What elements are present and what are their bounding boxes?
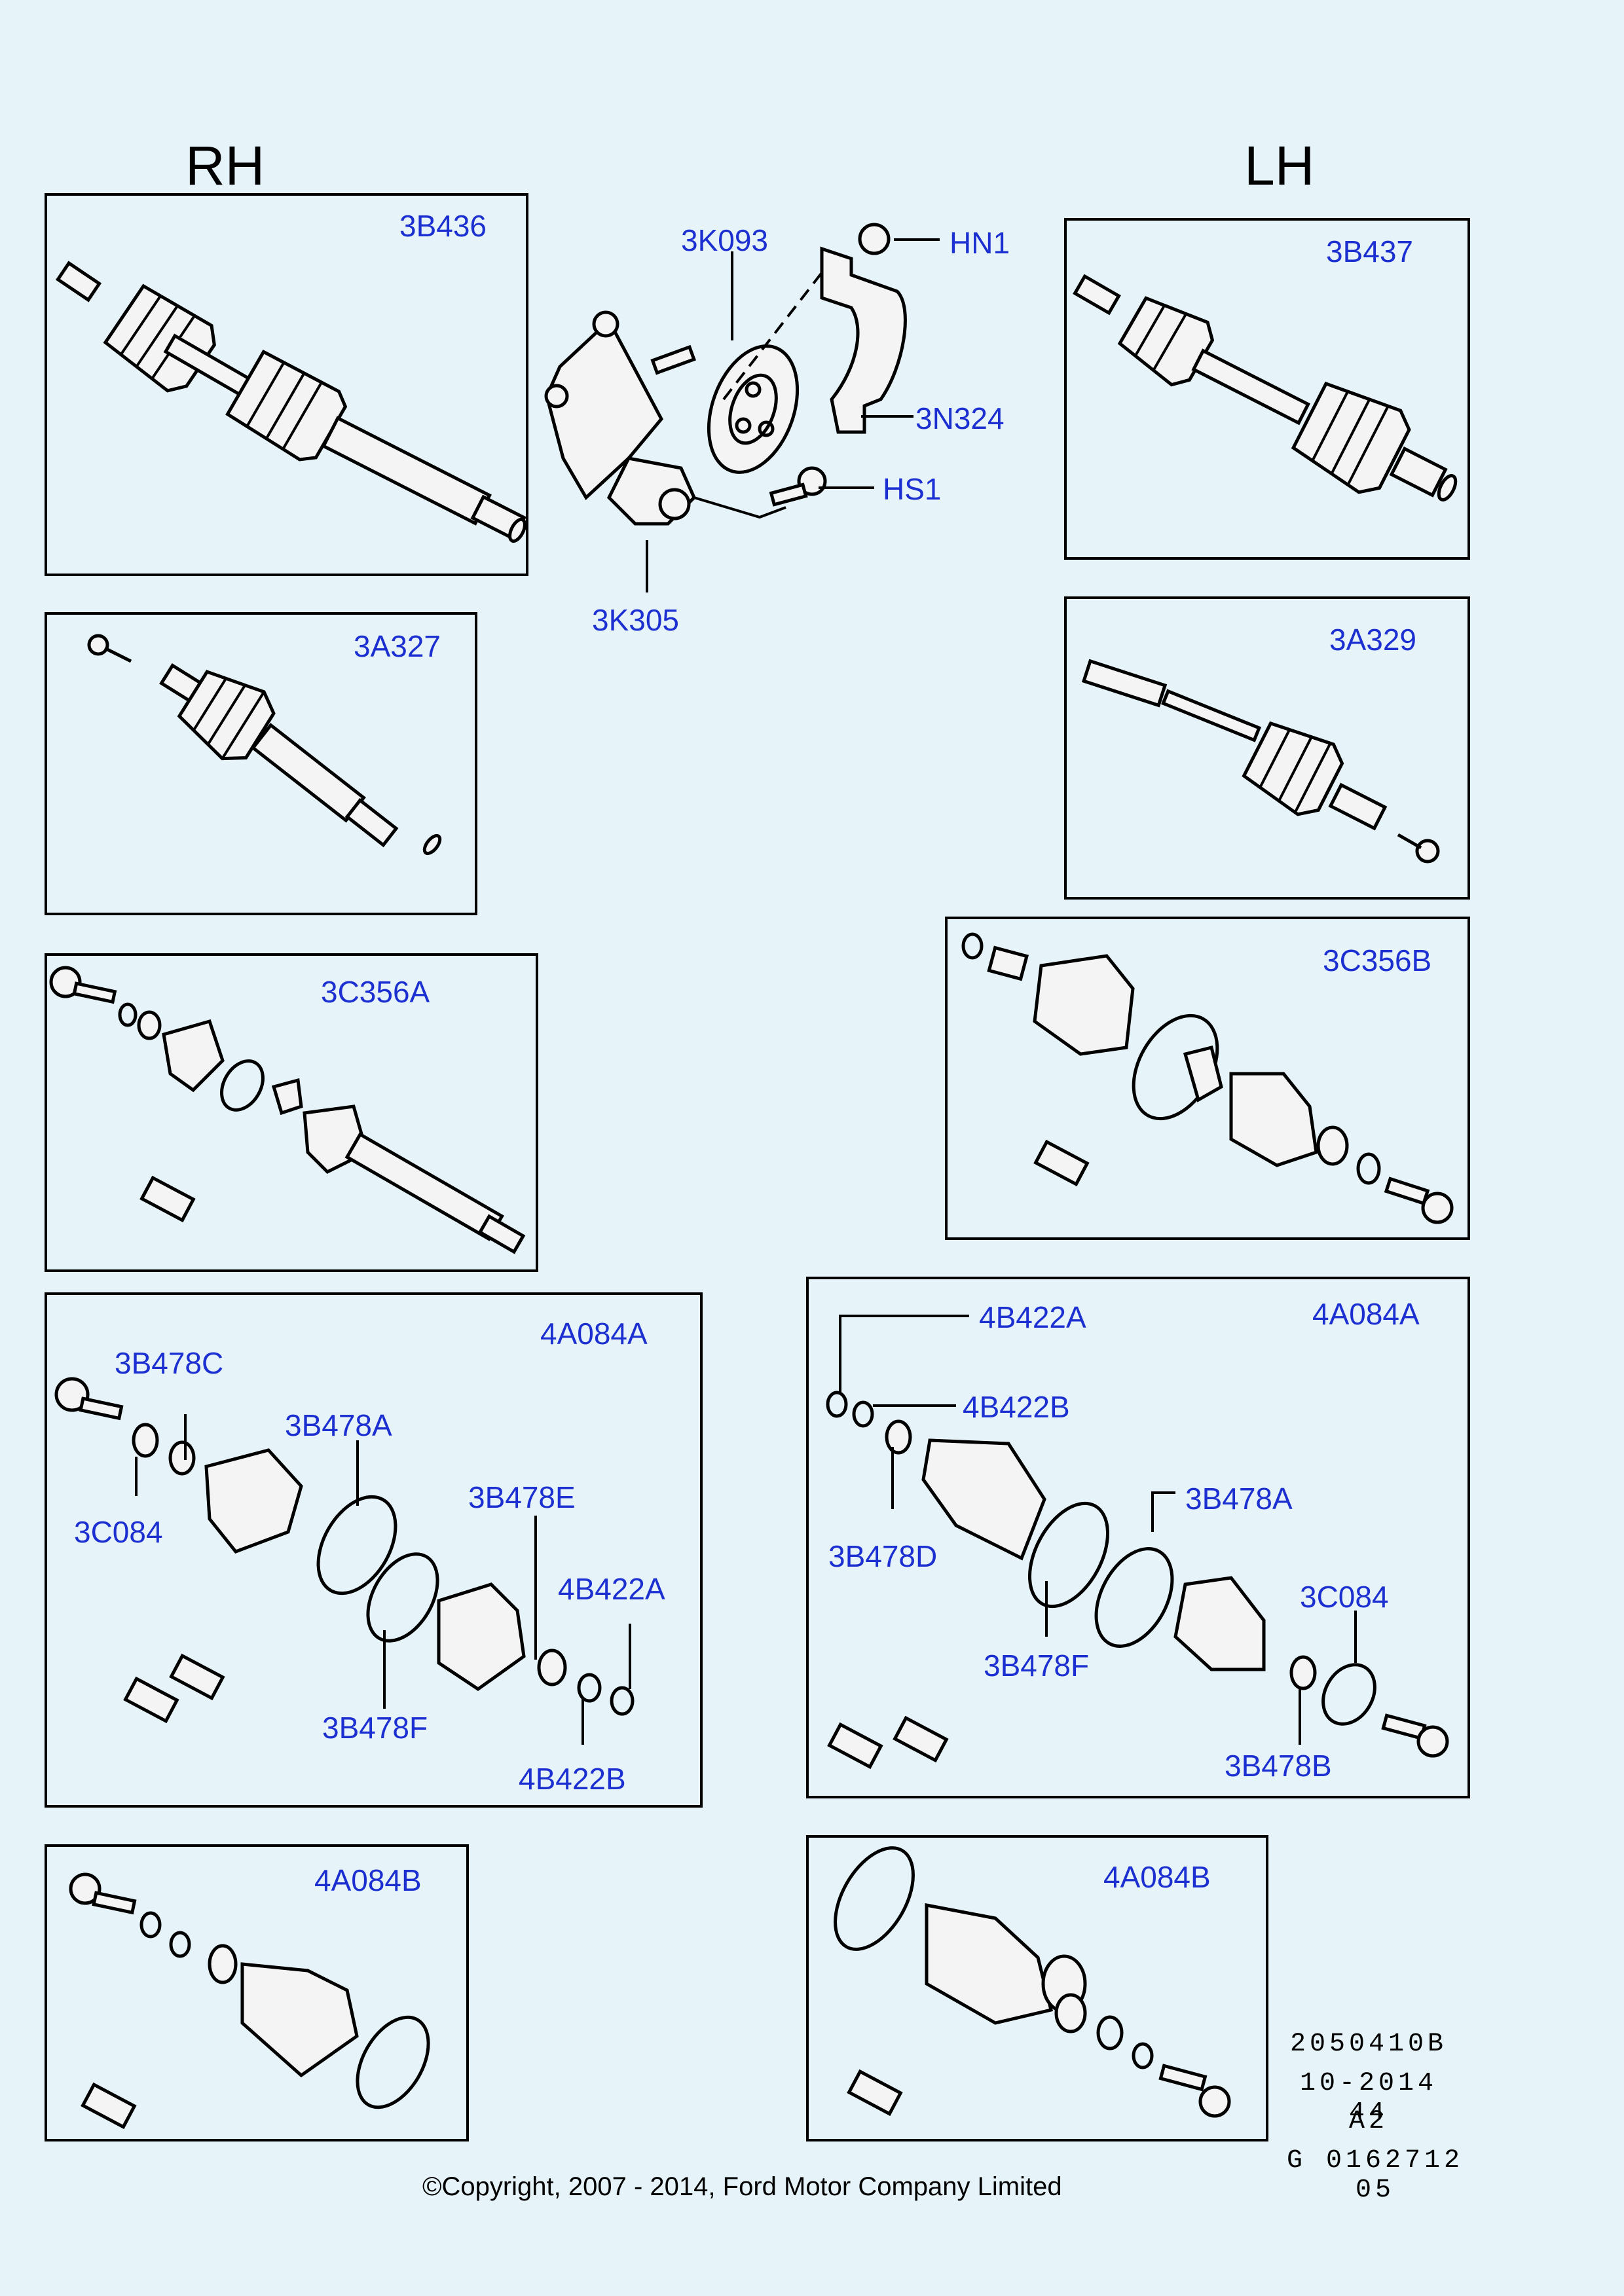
panel-3A327 (45, 612, 477, 915)
label-rh-3B478F: 3B478F (322, 1711, 428, 1745)
panel-lh-4A084B (806, 1835, 1268, 2141)
label-rh-4B422A: 4B422A (558, 1572, 665, 1606)
label-rh-4B422B: 4B422B (519, 1762, 626, 1796)
lh-boot-kit-a-drawing (826, 1391, 1449, 1770)
panel-3A329 (1064, 596, 1470, 900)
label-rh-4A084B: 4A084B (314, 1863, 422, 1897)
label-lh-4B422A: 4B422A (979, 1300, 1086, 1334)
label-lh-3C084: 3C084 (1300, 1580, 1389, 1614)
label-3C356A: 3C356A (321, 975, 430, 1009)
rh-inner-joint-kit-drawing (49, 966, 526, 1254)
label-rh-3B478A: 3B478A (285, 1408, 392, 1442)
rh-header: RH (185, 135, 265, 196)
leader-lines (135, 238, 1357, 1745)
reference-code-1: 2050410B (1289, 2030, 1448, 2059)
reference-code-4: G 0162712 05 (1286, 2146, 1464, 2205)
lh-header: LH (1244, 135, 1315, 196)
lh-inner-joint-kit-drawing (961, 932, 1454, 1224)
panel-3B437 (1064, 218, 1470, 560)
label-HS1: HS1 (883, 472, 942, 506)
label-3C356B: 3C356B (1323, 943, 1432, 977)
label-3B437: 3B437 (1326, 234, 1414, 268)
label-lh-4A084B: 4A084B (1103, 1860, 1211, 1894)
label-lh-3B478B: 3B478B (1225, 1749, 1332, 1783)
label-lh-3B478F: 3B478F (984, 1649, 1090, 1683)
rh-boot-kit-b-drawing (69, 1872, 430, 2130)
reference-code-3: A2 (1348, 2107, 1388, 2136)
lh-driveshaft-drawing (1073, 274, 1458, 501)
label-lh-3B478D: 3B478D (828, 1539, 938, 1573)
label-HN1: HN1 (950, 226, 1010, 260)
label-rh-3B478E: 3B478E (468, 1480, 576, 1514)
label-rh-3C084: 3C084 (74, 1515, 163, 1549)
panel-rh-4A084A (45, 1292, 703, 1808)
label-3K305: 3K305 (592, 603, 680, 637)
label-rh-3B478C: 3B478C (115, 1346, 224, 1380)
reference-code-2: 10-2014 44 (1299, 2069, 1438, 2128)
label-rh-4A084A: 4A084A (540, 1317, 648, 1351)
label-3B436: 3B436 (399, 209, 487, 243)
rh-boot-kit-a-drawing (54, 1377, 635, 1724)
label-lh-3B478A: 3B478A (1185, 1482, 1293, 1516)
panel-3C356A (45, 953, 538, 1272)
label-lh-4A084A: 4A084A (1312, 1297, 1420, 1331)
label-3A327: 3A327 (354, 629, 441, 663)
panel-rh-4A084B (45, 1844, 469, 2141)
lh-boot-kit-b-drawing (834, 1846, 1231, 2118)
rh-outer-shaft-drawing (87, 634, 442, 856)
center-bearing-drawing (544, 223, 907, 526)
copyright-notice: ©Copyright, 2007 - 2014, Ford Motor Comp… (422, 2172, 1062, 2201)
panel-3C356B (945, 917, 1470, 1240)
label-3K093: 3K093 (681, 223, 769, 257)
label-lh-4B422B: 4B422B (963, 1390, 1070, 1424)
panel-3B436 (45, 193, 528, 576)
rh-driveshaft-drawing (55, 261, 526, 543)
lh-outer-shaft-drawing (1081, 659, 1440, 864)
panel-lh-4A084A (806, 1277, 1470, 1798)
label-3N324: 3N324 (915, 401, 1005, 435)
label-3A329: 3A329 (1329, 623, 1417, 657)
